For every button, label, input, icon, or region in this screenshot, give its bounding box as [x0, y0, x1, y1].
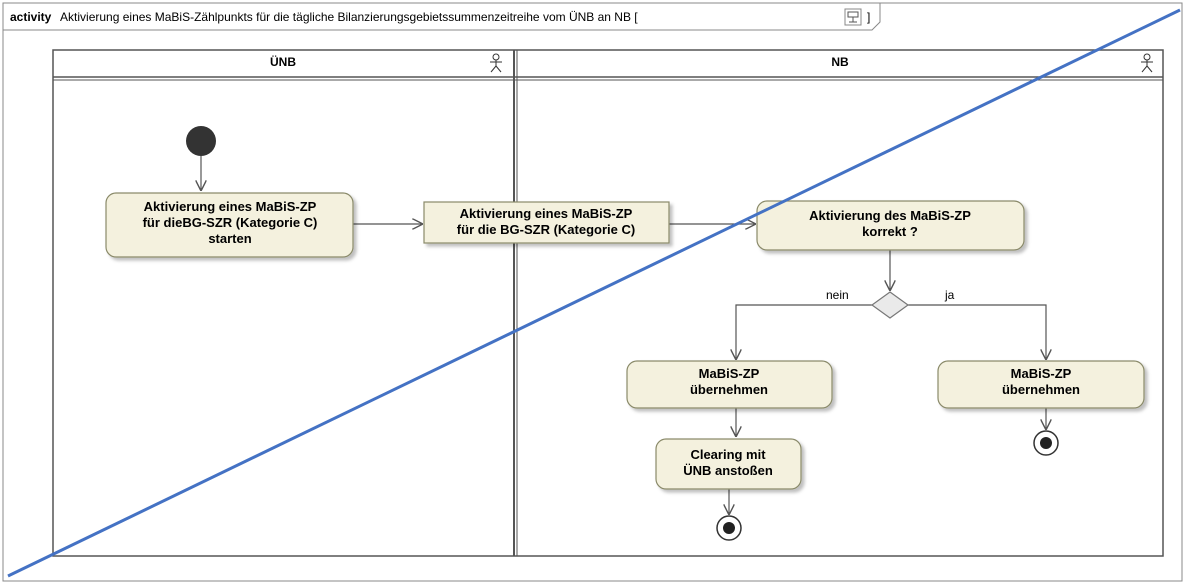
- svg-text:Aktivierung eines MaBiS-ZP: Aktivierung eines MaBiS-ZP: [144, 199, 317, 214]
- frame-suffix: ]: [867, 10, 870, 24]
- activity-diagram-icon: [844, 8, 862, 26]
- initial-node: [186, 126, 216, 156]
- guard-ja: ja: [944, 288, 955, 302]
- actor-icon: [1141, 53, 1153, 73]
- svg-text:korrekt ?: korrekt ?: [862, 224, 918, 239]
- svg-text:übernehmen: übernehmen: [1002, 382, 1080, 397]
- control-flows: [201, 156, 1046, 515]
- guard-nein: nein: [826, 288, 849, 302]
- svg-text:für die BG-SZR (Kategorie C): für die BG-SZR (Kategorie C): [457, 222, 635, 237]
- activity-final-node: [716, 515, 742, 541]
- svg-text:übernehmen: übernehmen: [690, 382, 768, 397]
- svg-text:starten: starten: [208, 231, 251, 246]
- svg-text:MaBiS-ZP: MaBiS-ZP: [1011, 366, 1072, 381]
- object-node-activation: Aktivierung eines MaBiS-ZP für die BG-SZ…: [423, 201, 670, 244]
- svg-text:Aktivierung eines MaBiS-ZP: Aktivierung eines MaBiS-ZP: [460, 206, 633, 221]
- action-check-activation: Aktivierung des MaBiS-ZP korrekt ?: [756, 200, 1025, 251]
- svg-text:Clearing mit: Clearing mit: [690, 447, 766, 462]
- lane-title-uenb: ÜNB: [270, 54, 296, 69]
- lane-title-nb: NB: [831, 55, 849, 69]
- svg-text:für dieBG-SZR (Kategorie C): für dieBG-SZR (Kategorie C): [143, 215, 318, 230]
- activity-final-node: [1033, 430, 1059, 456]
- swimlanes: ÜNB NB: [52, 49, 1164, 557]
- svg-text:ÜNB anstoßen: ÜNB anstoßen: [683, 463, 773, 478]
- svg-text:MaBiS-ZP: MaBiS-ZP: [699, 366, 760, 381]
- svg-text:activity Aktivierung ein: activity Aktivierung eines MaBiS-Zählpun…: [10, 10, 638, 24]
- svg-text:Aktivierung des MaBiS-ZP: Aktivierung des MaBiS-ZP: [809, 208, 971, 223]
- action-start-activation: Aktivierung eines MaBiS-ZP für dieBG-SZR…: [105, 192, 354, 258]
- frame-title: Aktivierung eines MaBiS-Zählpunkts für d…: [60, 10, 638, 24]
- frame-keyword: activity: [10, 10, 52, 24]
- action-clearing: Clearing mit ÜNB anstoßen: [655, 438, 802, 490]
- decision-node: [870, 291, 910, 319]
- diagonal-strike-line: [7, 8, 1181, 578]
- action-take-over-left: MaBiS-ZP übernehmen: [626, 360, 833, 409]
- actor-icon: [490, 53, 502, 73]
- action-take-over-right: MaBiS-ZP übernehmen: [937, 360, 1145, 409]
